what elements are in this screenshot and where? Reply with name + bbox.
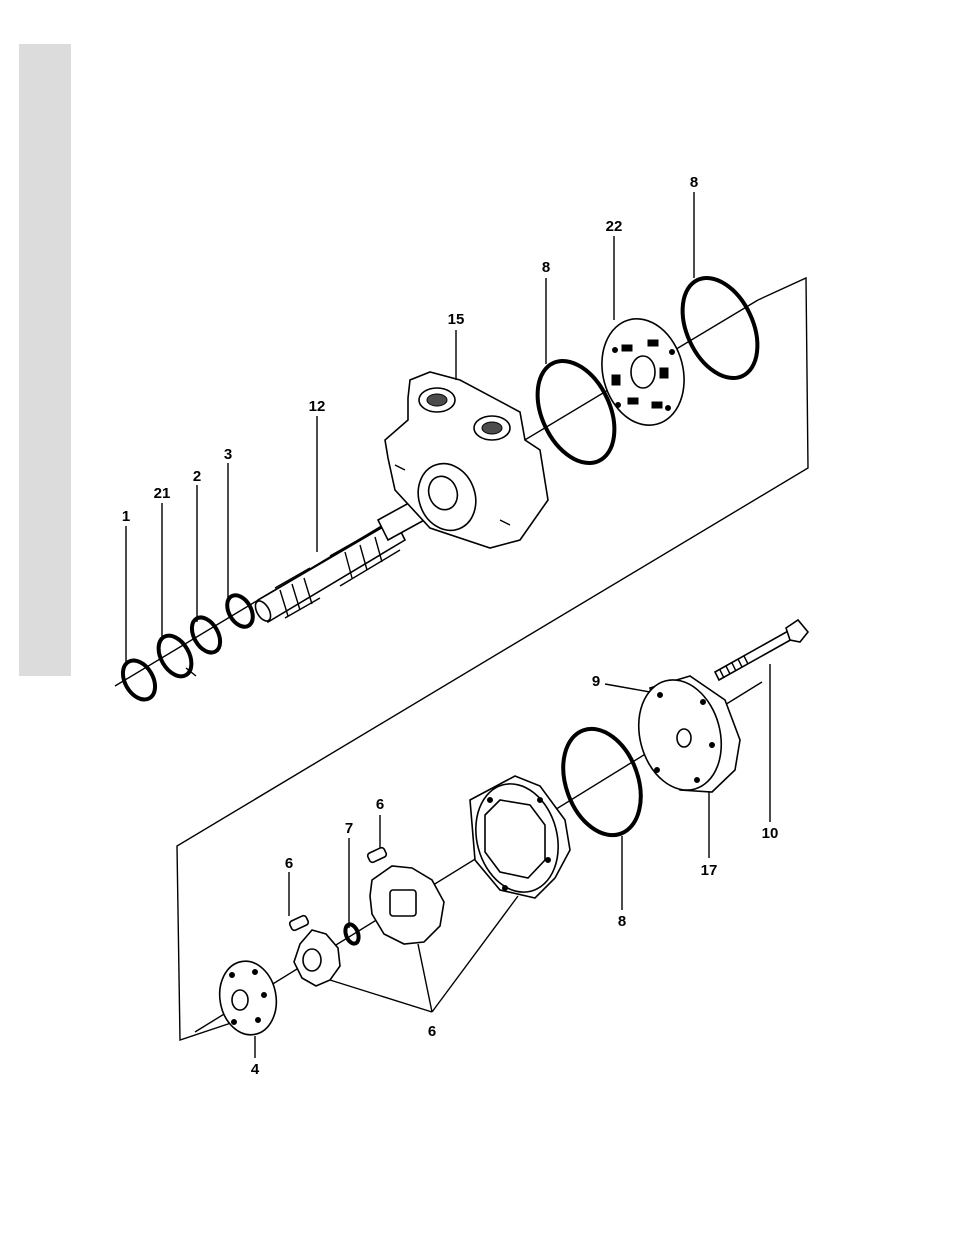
callout-6-upper: 6 [376, 796, 384, 813]
diagram-frame [177, 278, 808, 1040]
part-2-washer [186, 613, 226, 658]
part-6-inner-gear [294, 930, 340, 986]
part-6-roller-pin-left [289, 915, 310, 932]
part-21-snap-ring [152, 630, 198, 682]
part-10-bolt [715, 620, 808, 680]
callout-8-lower: 8 [618, 913, 626, 930]
callout-10: 10 [762, 825, 779, 842]
callout-17: 17 [701, 862, 718, 879]
callout-22: 22 [606, 218, 623, 235]
part-4-end-plate [214, 957, 282, 1040]
callout-7: 7 [345, 820, 353, 837]
callout-6-lower: 6 [428, 1023, 436, 1040]
callout-1: 1 [122, 508, 130, 525]
part-12-shaft [252, 498, 428, 624]
part-6-star-rotor [370, 866, 444, 944]
callout-6-left: 6 [285, 855, 293, 872]
callout-4: 4 [251, 1061, 260, 1078]
part-17-end-cap [627, 671, 740, 800]
callout-8-top: 8 [690, 174, 698, 191]
callout-15: 15 [448, 311, 465, 328]
callout-2: 2 [193, 468, 201, 485]
part-6-gerotor-ring [464, 775, 570, 902]
callout-3: 3 [224, 446, 232, 463]
callout-9: 9 [592, 673, 600, 690]
part-7-small-ring [343, 923, 361, 946]
callout-21: 21 [154, 485, 171, 502]
callout-12: 12 [309, 398, 326, 415]
part-22-valve-plate [590, 309, 695, 434]
callout-8-upper: 8 [542, 259, 550, 276]
part-6-roller-pin-upper [367, 847, 388, 864]
